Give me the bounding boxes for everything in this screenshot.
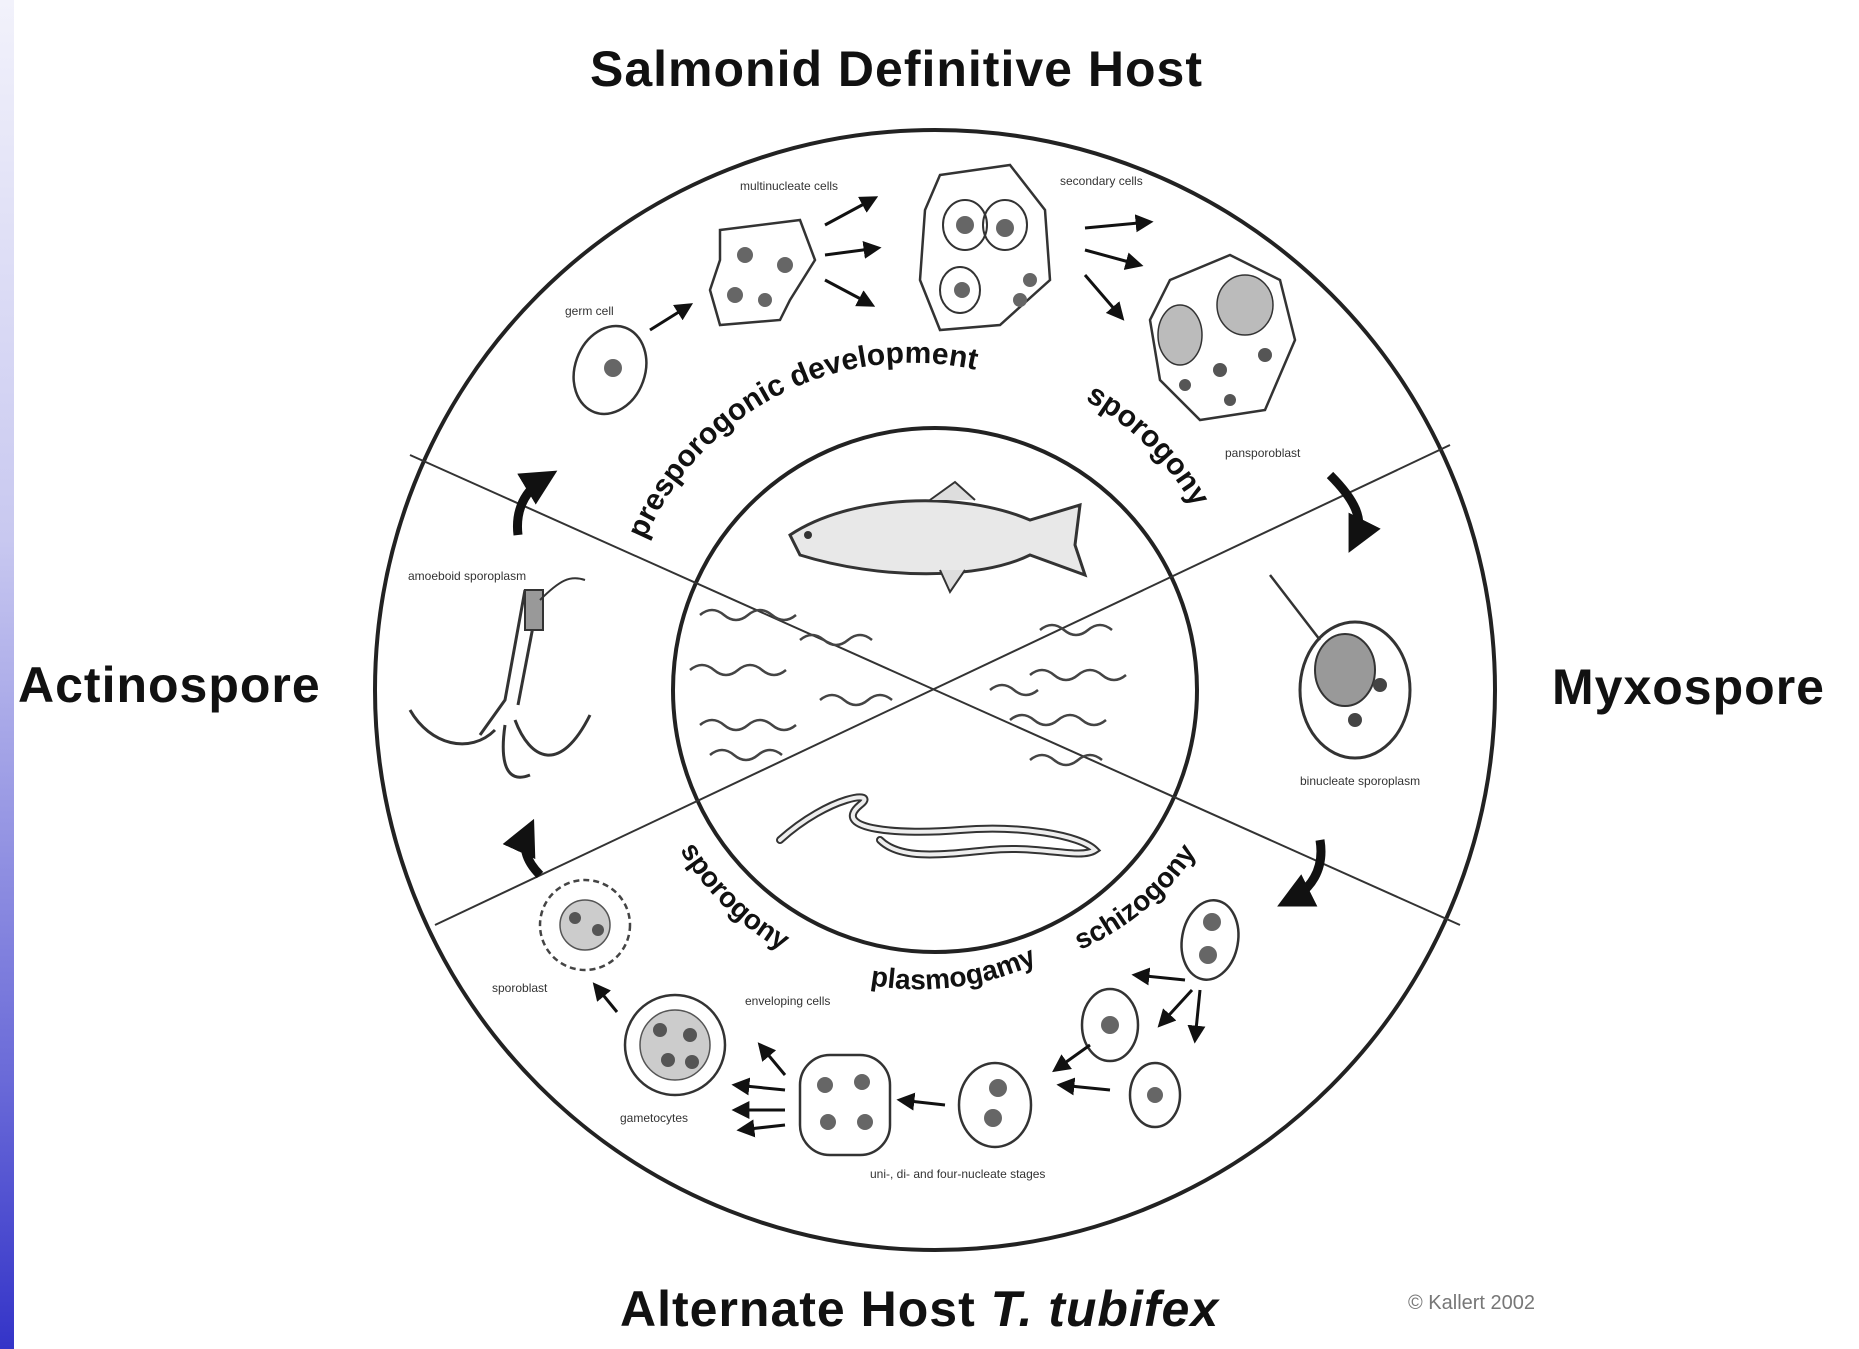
trout-icon — [790, 482, 1085, 592]
gametocyte-cluster-icon — [625, 995, 725, 1095]
water-waves-icon — [690, 610, 1126, 765]
uninucleate-cell-icon-2 — [1130, 1063, 1180, 1127]
four-nucleate-cell-icon — [800, 1055, 890, 1155]
sporogony-top-label: sporogony — [1081, 378, 1216, 512]
amoeboid-sporoplasm-label: amoeboid sporoplasm — [408, 569, 526, 583]
cycle-arrow-right-top — [1330, 475, 1359, 540]
sporoblast-icon — [540, 880, 630, 970]
germ-cell-label: germ cell — [565, 304, 614, 318]
pansporoblast-label: pansporoblast — [1225, 446, 1301, 460]
cycle-arrow-left-top — [517, 478, 545, 535]
dinucleate-cell-icon — [959, 1063, 1031, 1147]
sporoblast-label: sporoblast — [492, 981, 548, 995]
uninucleate-cell-icon — [1082, 989, 1138, 1061]
pansporoblast-cell-icon — [1150, 255, 1295, 420]
multinucleate-cell-icon — [710, 220, 815, 325]
sporogony-bottom-label: sporogony — [675, 837, 795, 956]
uni-di-four-nucleate-label: uni-, di- and four-nucleate stages — [870, 1167, 1045, 1181]
binucleate-cell-icon — [1175, 896, 1244, 985]
myxospore-icon — [1270, 575, 1410, 758]
cycle-arrow-left-bottom — [525, 832, 540, 875]
enveloping-cells-label: enveloping cells — [745, 994, 830, 1008]
actinospore-icon — [410, 578, 590, 777]
secondary-cells-icon — [920, 165, 1050, 330]
cycle-arrow-right-bottom — [1290, 840, 1321, 900]
germ-cell-icon — [562, 316, 659, 425]
gametocytes-label: gametocytes — [620, 1111, 688, 1125]
multinucleate-cells-label: multinucleate cells — [740, 179, 838, 193]
secondary-cells-label: secondary cells — [1060, 174, 1143, 188]
binucleate-sporoplasm-label: binucleate sporoplasm — [1300, 774, 1420, 788]
